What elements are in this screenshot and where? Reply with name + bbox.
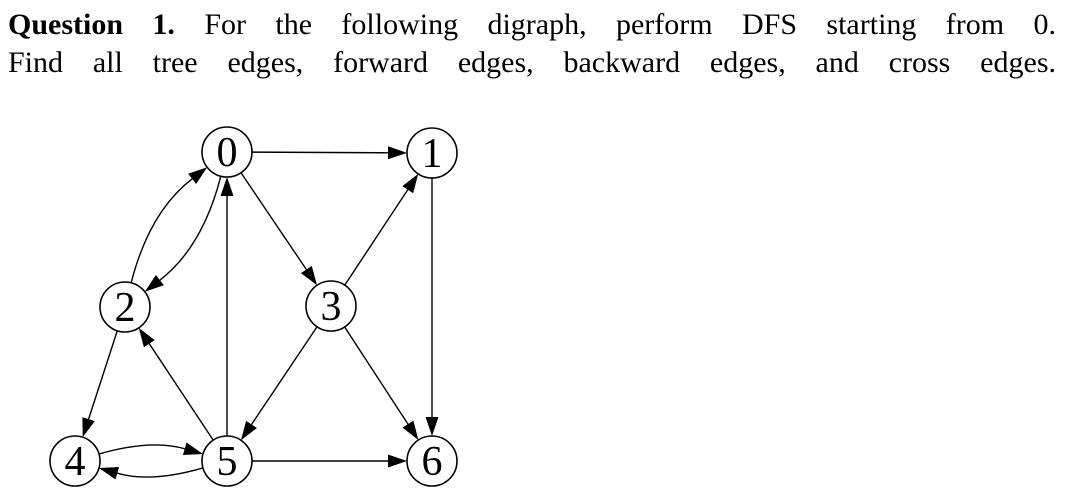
node-4 <box>49 435 101 487</box>
question-line-1-text: For the following digraph, perform DFS s… <box>204 8 1056 41</box>
question-line-2: Find all tree edges, forward edges, back… <box>8 46 1056 79</box>
question-line-1: Question 1. For the following digraph, p… <box>8 6 1056 44</box>
node-label-4: 4 <box>65 439 86 485</box>
arrowhead-3-6 <box>402 420 419 441</box>
arrowhead-5-4 <box>99 466 120 480</box>
edge-2-4 <box>87 330 118 420</box>
edge-0-3 <box>240 172 307 270</box>
edge-5-4 <box>117 467 204 478</box>
node-5 <box>201 435 253 487</box>
arrowhead-2-4 <box>82 417 95 438</box>
edge-4-5 <box>98 444 185 455</box>
arrowhead-4-5 <box>182 442 203 456</box>
arrowhead-2-0 <box>188 167 208 185</box>
arrowhead-0-3 <box>300 265 318 286</box>
arrowhead-3-5 <box>240 420 257 441</box>
edge-2-0 <box>130 178 193 283</box>
edge-3-6 <box>344 326 409 425</box>
node-label-5: 5 <box>217 439 238 485</box>
arrowhead-0-1 <box>387 146 408 160</box>
arrowhead-3-1 <box>402 173 419 194</box>
edge-3-5 <box>250 326 318 425</box>
edge-0-1 <box>251 151 389 154</box>
node-label-1: 1 <box>422 131 443 177</box>
question-number: Question 1. <box>8 8 175 41</box>
question-text: Question 1. For the following digraph, p… <box>8 6 1056 82</box>
arrowhead-0-2 <box>144 274 164 292</box>
node-label-2: 2 <box>115 285 136 331</box>
arrowhead-5-6 <box>388 454 407 468</box>
arrowhead-5-2 <box>138 327 155 348</box>
node-0 <box>201 126 253 178</box>
node-6 <box>406 435 458 487</box>
node-label-3: 3 <box>321 284 342 330</box>
edge-5-2 <box>148 343 214 441</box>
arrowhead-1-6 <box>425 417 439 436</box>
edge-3-1 <box>344 189 409 286</box>
edge-0-2 <box>159 176 222 281</box>
node-1 <box>406 127 458 179</box>
node-3 <box>305 280 357 332</box>
node-label-0: 0 <box>217 130 238 176</box>
node-2 <box>99 281 151 333</box>
node-label-6: 6 <box>422 439 443 485</box>
arrowhead-5-0 <box>220 177 234 196</box>
